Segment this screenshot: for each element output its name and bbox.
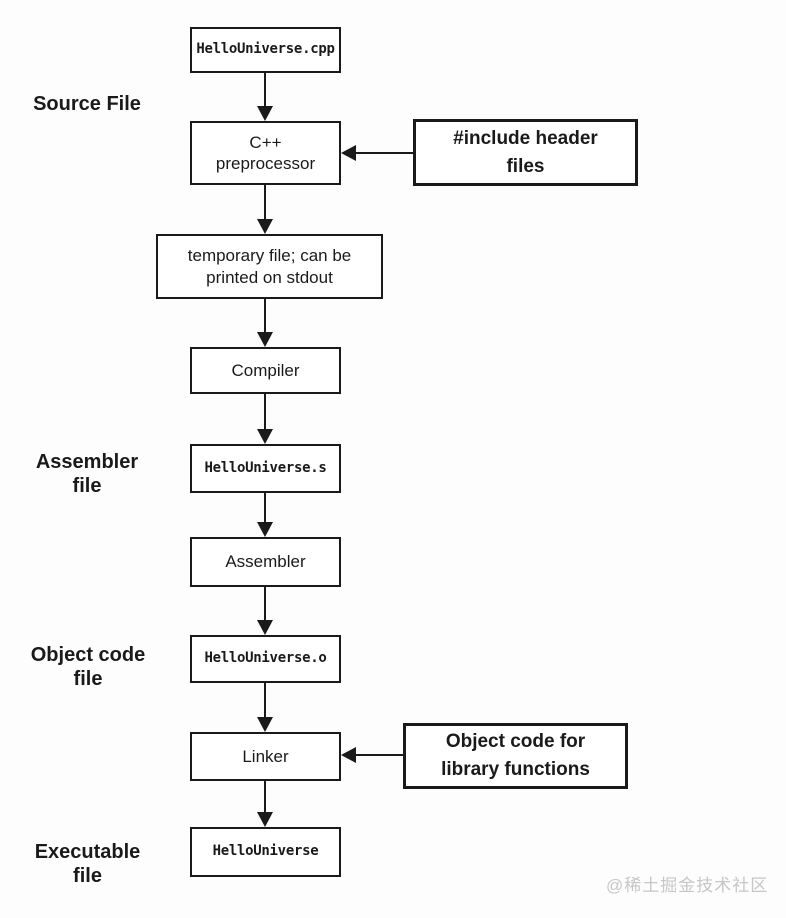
node-label: HelloUniverse	[212, 843, 319, 860]
node-label: C++ preprocessor	[215, 132, 316, 173]
node-label: HelloUniverse.o	[204, 650, 327, 667]
arrow-down-icon	[257, 429, 273, 444]
node-label: Compiler	[231, 360, 300, 380]
node-label: Object code for library functions	[441, 731, 590, 780]
arrow-line	[264, 73, 266, 107]
watermark: @稀土掘金技术社区	[606, 876, 769, 895]
node-label: temporary file; can be printed on stdout	[187, 246, 352, 287]
node-label: Assembler	[225, 552, 306, 572]
arrow-down-icon	[257, 717, 273, 732]
node-label: Linker	[242, 746, 289, 766]
node-hellouniverse-exe: HelloUniverse	[190, 827, 341, 877]
node-linker: Linker	[190, 732, 341, 781]
node-assembler: Assembler	[190, 537, 341, 587]
arrow-line	[264, 493, 266, 523]
node-label: #include header files	[453, 127, 598, 177]
node-hellouniverse-s: HelloUniverse.s	[190, 444, 341, 493]
arrow-line	[264, 587, 266, 621]
label-object-code-file: Object code file	[30, 644, 146, 690]
arrow-line	[356, 152, 413, 154]
node-temporary-file: temporary file; can be printed on stdout	[156, 234, 383, 299]
node-cpp-preprocessor: C++ preprocessor	[190, 121, 341, 185]
arrow-down-icon	[257, 219, 273, 234]
node-hellouniverse-cpp: HelloUniverse.cpp	[190, 27, 341, 73]
node-label: HelloUniverse.cpp	[196, 41, 335, 58]
label-executable-file: Executable file	[34, 841, 141, 887]
arrow-line	[264, 683, 266, 718]
arrow-down-icon	[257, 106, 273, 121]
label-source-file: Source File	[33, 93, 141, 115]
label-assembler-file: Assembler file	[35, 451, 139, 497]
node-include-header-files: #include header files	[413, 119, 638, 186]
arrow-line	[264, 781, 266, 813]
arrow-line	[356, 754, 403, 756]
arrow-down-icon	[257, 812, 273, 827]
node-object-code-library: Object code for library functions	[403, 723, 628, 789]
arrow-left-icon	[341, 145, 356, 161]
arrow-line	[264, 185, 266, 220]
arrow-left-icon	[341, 747, 356, 763]
node-compiler: Compiler	[190, 347, 341, 394]
arrow-down-icon	[257, 332, 273, 347]
node-hellouniverse-o: HelloUniverse.o	[190, 635, 341, 683]
arrow-line	[264, 394, 266, 430]
arrow-down-icon	[257, 620, 273, 635]
arrow-line	[264, 299, 266, 333]
node-label: HelloUniverse.s	[204, 459, 327, 476]
arrow-down-icon	[257, 522, 273, 537]
